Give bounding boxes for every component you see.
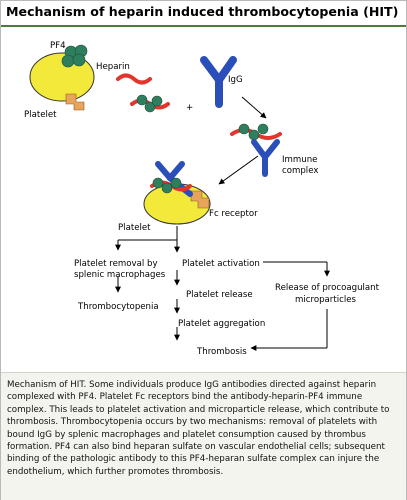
figure-title: Mechanism of heparin induced thrombocyto… xyxy=(6,4,399,19)
title-bar: Mechanism of heparin induced thrombocyto… xyxy=(1,1,406,27)
bound-platelet-illustration xyxy=(143,161,211,225)
plus-sign: + xyxy=(186,103,193,113)
immune-complex-icon xyxy=(230,123,282,177)
immune-complex-label-1: Immune xyxy=(282,155,317,165)
figure-caption: Mechanism of HIT. Some individuals produ… xyxy=(7,380,390,477)
hit-mechanism-diagram: PF4 Platelet Heparin + IgG Immune comple… xyxy=(24,41,380,357)
bound-fc-receptor-icon xyxy=(190,190,210,209)
flow-connectors xyxy=(115,226,330,351)
pf4-label: PF4 xyxy=(50,41,66,51)
procoagulant-label-2: microparticles xyxy=(295,295,356,305)
arrow-to-immune-complex xyxy=(241,96,267,119)
caption-box: Mechanism of HIT. Some individuals produ… xyxy=(1,372,406,500)
platelet-with-pf4-illustration: PF4 Platelet xyxy=(24,41,95,120)
igg-label: IgG xyxy=(228,75,243,85)
aggregation-label: Platelet aggregation xyxy=(178,319,265,329)
igg-antibody-icon xyxy=(200,56,237,108)
arrow-to-bound-platelet xyxy=(218,155,259,185)
pf4-cluster-icon xyxy=(61,44,88,68)
heparin-strand-icon xyxy=(116,73,152,85)
fc-receptor-icon xyxy=(65,93,85,111)
immune-complex-label-2: complex xyxy=(282,166,318,176)
fc-receptor-label: Fc receptor xyxy=(209,209,258,219)
activation-label: Platelet activation xyxy=(182,259,260,269)
release-label: Platelet release xyxy=(186,290,253,300)
thrombosis-label: Thrombosis xyxy=(196,347,247,357)
removal-label-2: splenic macrophages xyxy=(74,270,166,280)
heparin-label: Heparin xyxy=(96,62,130,72)
thrombocytopenia-label: Thrombocytopenia xyxy=(77,302,159,312)
heparin-pf4-complex-icon xyxy=(130,94,170,113)
procoagulant-label-1: Release of procoagulant xyxy=(275,283,380,293)
platelet-label-top: Platelet xyxy=(24,110,57,120)
platelet-label-bound: Platelet xyxy=(118,223,151,233)
removal-label-1: Platelet removal by xyxy=(74,259,158,269)
